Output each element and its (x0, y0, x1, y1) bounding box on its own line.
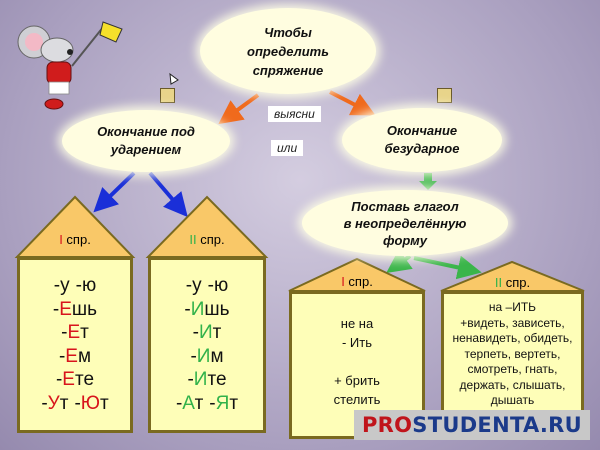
conjugation-numeral: I (341, 274, 345, 289)
ending: -Ят (209, 392, 239, 414)
arrow-to-house-2 (148, 171, 188, 218)
house-3-rules: не на - Ить + брить стелить (292, 314, 422, 409)
central-question: Чтобы определить спряжение (200, 8, 376, 94)
ending: -Ут (41, 392, 69, 414)
rule-line: не на (340, 316, 374, 331)
arrow-to-unstressed (329, 90, 376, 116)
house-4-roof-label: II спр. (441, 275, 584, 290)
unstressed-ending-node: Окончание безударное (342, 108, 502, 172)
ending-row: -у-ю (20, 274, 130, 298)
decor-square-right (437, 88, 452, 103)
cursor-icon (169, 72, 179, 85)
conjugation-suffix: спр. (62, 232, 91, 247)
ending-row: -Ат-Ят (151, 392, 263, 416)
rule-line: стелить (333, 392, 381, 407)
ending-vowel: А (182, 392, 195, 414)
stressed-ending-node: Окончание под ударением (62, 110, 230, 172)
rule-line: смотреть, гнать, (467, 362, 558, 376)
decor-square-left (160, 88, 175, 103)
ending: -Ит (192, 322, 222, 343)
mouse-mascot (17, 21, 123, 110)
conjugation-numeral: II (494, 275, 503, 290)
arrow-to-stressed (218, 93, 260, 125)
ending-row: -Ет (20, 321, 130, 345)
rule-line (292, 352, 422, 371)
ending: -у (53, 275, 70, 296)
ending-vowel: Я (215, 392, 230, 414)
ending-row: -Ишь (151, 298, 263, 322)
ending-vowel: Ю (80, 392, 100, 414)
ending-vowel: И (196, 345, 211, 367)
house-1-endings: -у-ю-Ешь-Ет-Ем-Ете-Ут-Ют (20, 274, 130, 415)
or-label: или (271, 140, 304, 156)
ending-vowel: И (198, 322, 213, 343)
rule-line: терпеть, вертеть, (464, 346, 561, 361)
ending: -Ете (55, 369, 95, 390)
ending: -Ат (175, 392, 204, 414)
ending: -Ишь (184, 298, 230, 320)
conjugation-suffix: спр. (344, 274, 373, 289)
ending: -Ешь (52, 298, 98, 320)
arrow-to-house-1 (93, 171, 136, 213)
ending-row: -Ит (151, 321, 263, 345)
house-1-body: -у-ю-Ешь-Ет-Ем-Ете-Ут-Ют (17, 257, 133, 433)
ending-row: -у-ю (151, 274, 263, 298)
house-4-body: на –ИТЬ+видеть, зависеть,ненавидеть, оби… (441, 291, 584, 415)
house-1-roof-label: I спр. (17, 232, 133, 247)
conjugation-suffix: спр. (502, 275, 531, 290)
rule-line: ненавидеть, обидеть, (452, 331, 573, 345)
conjugation-numeral: I (59, 232, 63, 247)
arrow-to-house-3 (386, 249, 413, 273)
rule-line: на –ИТЬ (488, 300, 537, 314)
ending-row: -Ешь (20, 298, 130, 322)
rule-line: держать, слышать, (459, 377, 566, 392)
infinitive-node: Поставь глагол в неопределённую форму (302, 190, 508, 256)
clarify-label: выясни (268, 106, 321, 122)
arrow-to-infinitive (419, 173, 437, 190)
house-2-body: -у-ю-Ишь-Ит-Им-Ите-Ат-Ят (148, 257, 266, 433)
ending: -ю (75, 275, 97, 296)
ending: -у (185, 275, 202, 296)
house-3-roof-label: I спр. (289, 274, 425, 289)
watermark-rest: STUDENTA.RU (412, 413, 582, 437)
house-2-roof-label: II спр. (148, 232, 266, 247)
ending: -Ет (61, 322, 89, 343)
ending: -Ем (58, 345, 92, 367)
ending-vowel: Е (62, 369, 75, 390)
arrow-to-house-4 (413, 255, 482, 280)
ending-vowel: И (193, 369, 208, 390)
ending: -Ют (74, 392, 109, 414)
conjugation-numeral: II (189, 232, 197, 247)
ending: -ю (207, 275, 229, 296)
ending-row: -Ут-Ют (20, 392, 130, 416)
house-4-exceptions: на –ИТЬ+видеть, зависеть,ненавидеть, оби… (444, 300, 581, 409)
rule-line: + брить (334, 373, 380, 388)
ending-vowel: И (190, 298, 205, 320)
watermark: PROSTUDENTA.RU (353, 410, 590, 440)
ending-row: -Им (151, 345, 263, 369)
rule-line: - Ить (341, 335, 372, 350)
ending-row: -Ем (20, 345, 130, 369)
rule-line: дышать (490, 393, 535, 407)
rule-line: +видеть, зависеть, (460, 315, 565, 330)
ending: -Ите (187, 369, 227, 390)
ending-row: -Ите (151, 368, 263, 392)
house-2-endings: -у-ю-Ишь-Ит-Им-Ите-Ат-Ят (151, 274, 263, 415)
ending-row: -Ете (20, 368, 130, 392)
roof-house-1 (14, 195, 136, 258)
watermark-pro: PRO (361, 413, 413, 437)
conjugation-suffix: спр. (196, 232, 225, 247)
ending-vowel: Е (67, 322, 81, 343)
ending-vowel: Е (59, 298, 72, 320)
ending-vowel: У (47, 392, 60, 414)
roof-house-2 (145, 195, 269, 258)
ending-vowel: Е (65, 345, 78, 367)
ending: -Им (190, 345, 224, 367)
